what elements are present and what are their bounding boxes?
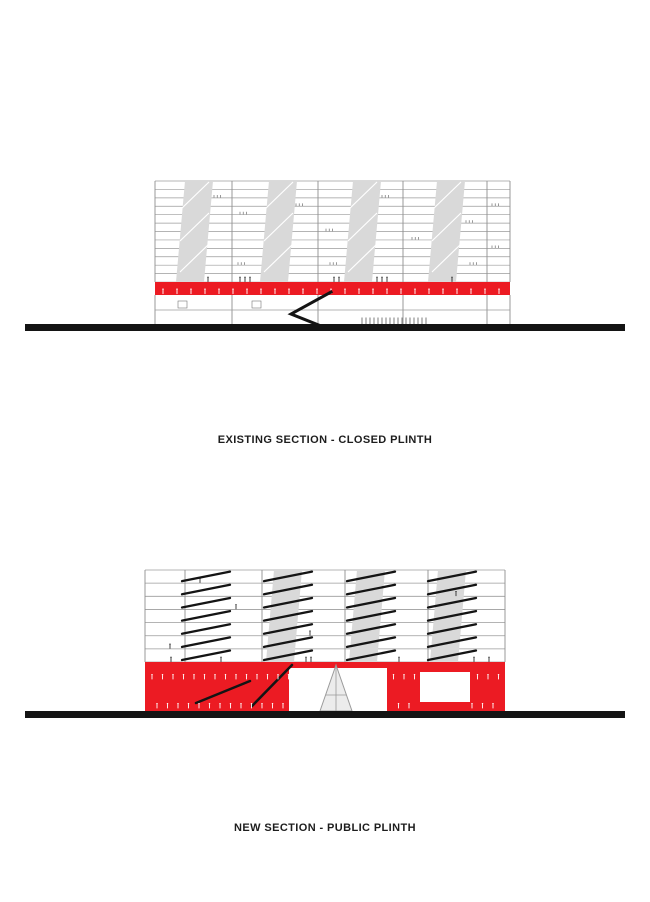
new-section-caption: NEW SECTION - PUBLIC PLINTH (234, 822, 416, 834)
existing-section-caption: EXISTING SECTION - CLOSED PLINTH (217, 434, 433, 446)
